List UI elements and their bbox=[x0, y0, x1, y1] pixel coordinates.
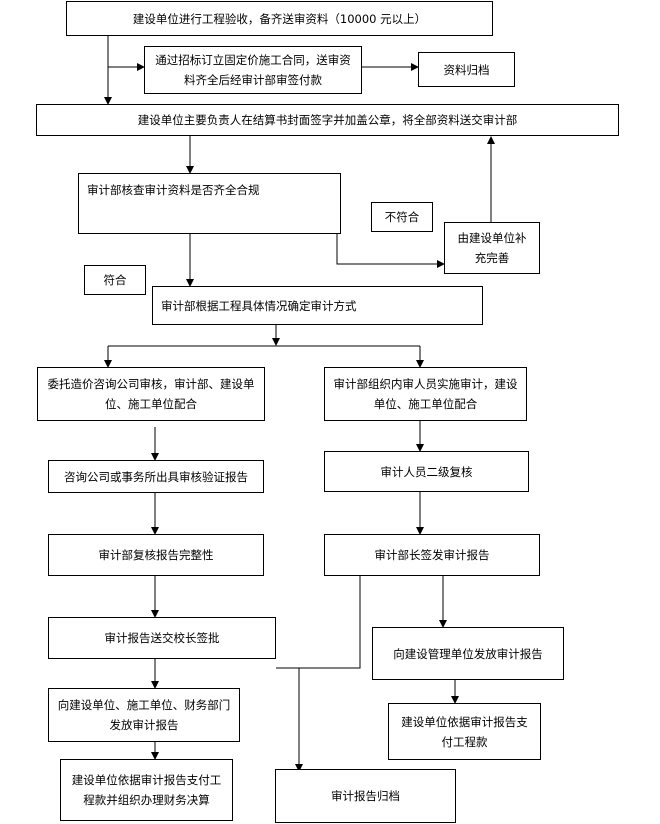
node-decide-method: 审计部根据工程具体情况确定审计方式 bbox=[152, 286, 483, 325]
line-head-sign-to-junction bbox=[276, 576, 361, 669]
node-outsource: 委托造价咨询公司审核，审计部、建设单位、施工单位配合 bbox=[37, 367, 265, 421]
node-report-archive: 审计报告归档 bbox=[275, 769, 456, 823]
node-submit: 建设单位主要负责人在结算书封面签字并加盖公章，将全部资料送交审计部 bbox=[36, 104, 619, 136]
node-check: 审计部核查审计资料是否齐全合规 bbox=[78, 173, 341, 234]
node-review-integrity: 审计部复核报告完整性 bbox=[48, 534, 264, 576]
node-consult-report: 咨询公司或事务所出具审核验证报告 bbox=[48, 460, 264, 493]
node-issue-mgmt: 向建设管理单位发放审计报告 bbox=[372, 627, 564, 680]
node-internal: 审计部组织内审人员实施审计，建设单位、施工单位配合 bbox=[324, 367, 527, 421]
label-fail: 不符合 bbox=[371, 202, 433, 232]
arrow-check-to-supplement bbox=[336, 234, 445, 268]
label-pass: 符合 bbox=[84, 265, 146, 295]
node-pay-mgmt: 建设单位依据审计报告支付工程款 bbox=[388, 703, 541, 760]
node-head-sign: 审计部长签发审计报告 bbox=[324, 534, 540, 576]
node-archive-docs: 资料归档 bbox=[418, 52, 515, 87]
node-supplement: 由建设单位补充完善 bbox=[444, 222, 540, 274]
node-tender: 通过招标订立固定价施工合同，送审资料齐全后经审计部审签付款 bbox=[144, 46, 362, 94]
node-pay-units: 建设单位依据审计报告支付工程款并组织办理财务决算 bbox=[60, 759, 233, 821]
node-second-review: 审计人员二级复核 bbox=[324, 451, 529, 492]
node-issue-units: 向建设单位、施工单位、财务部门发放审计报告 bbox=[48, 688, 240, 742]
node-president-sign: 审计报告送交校长签批 bbox=[48, 617, 276, 659]
node-start: 建设单位进行工程验收，备齐送审资料（10000 元以上） bbox=[66, 1, 493, 36]
